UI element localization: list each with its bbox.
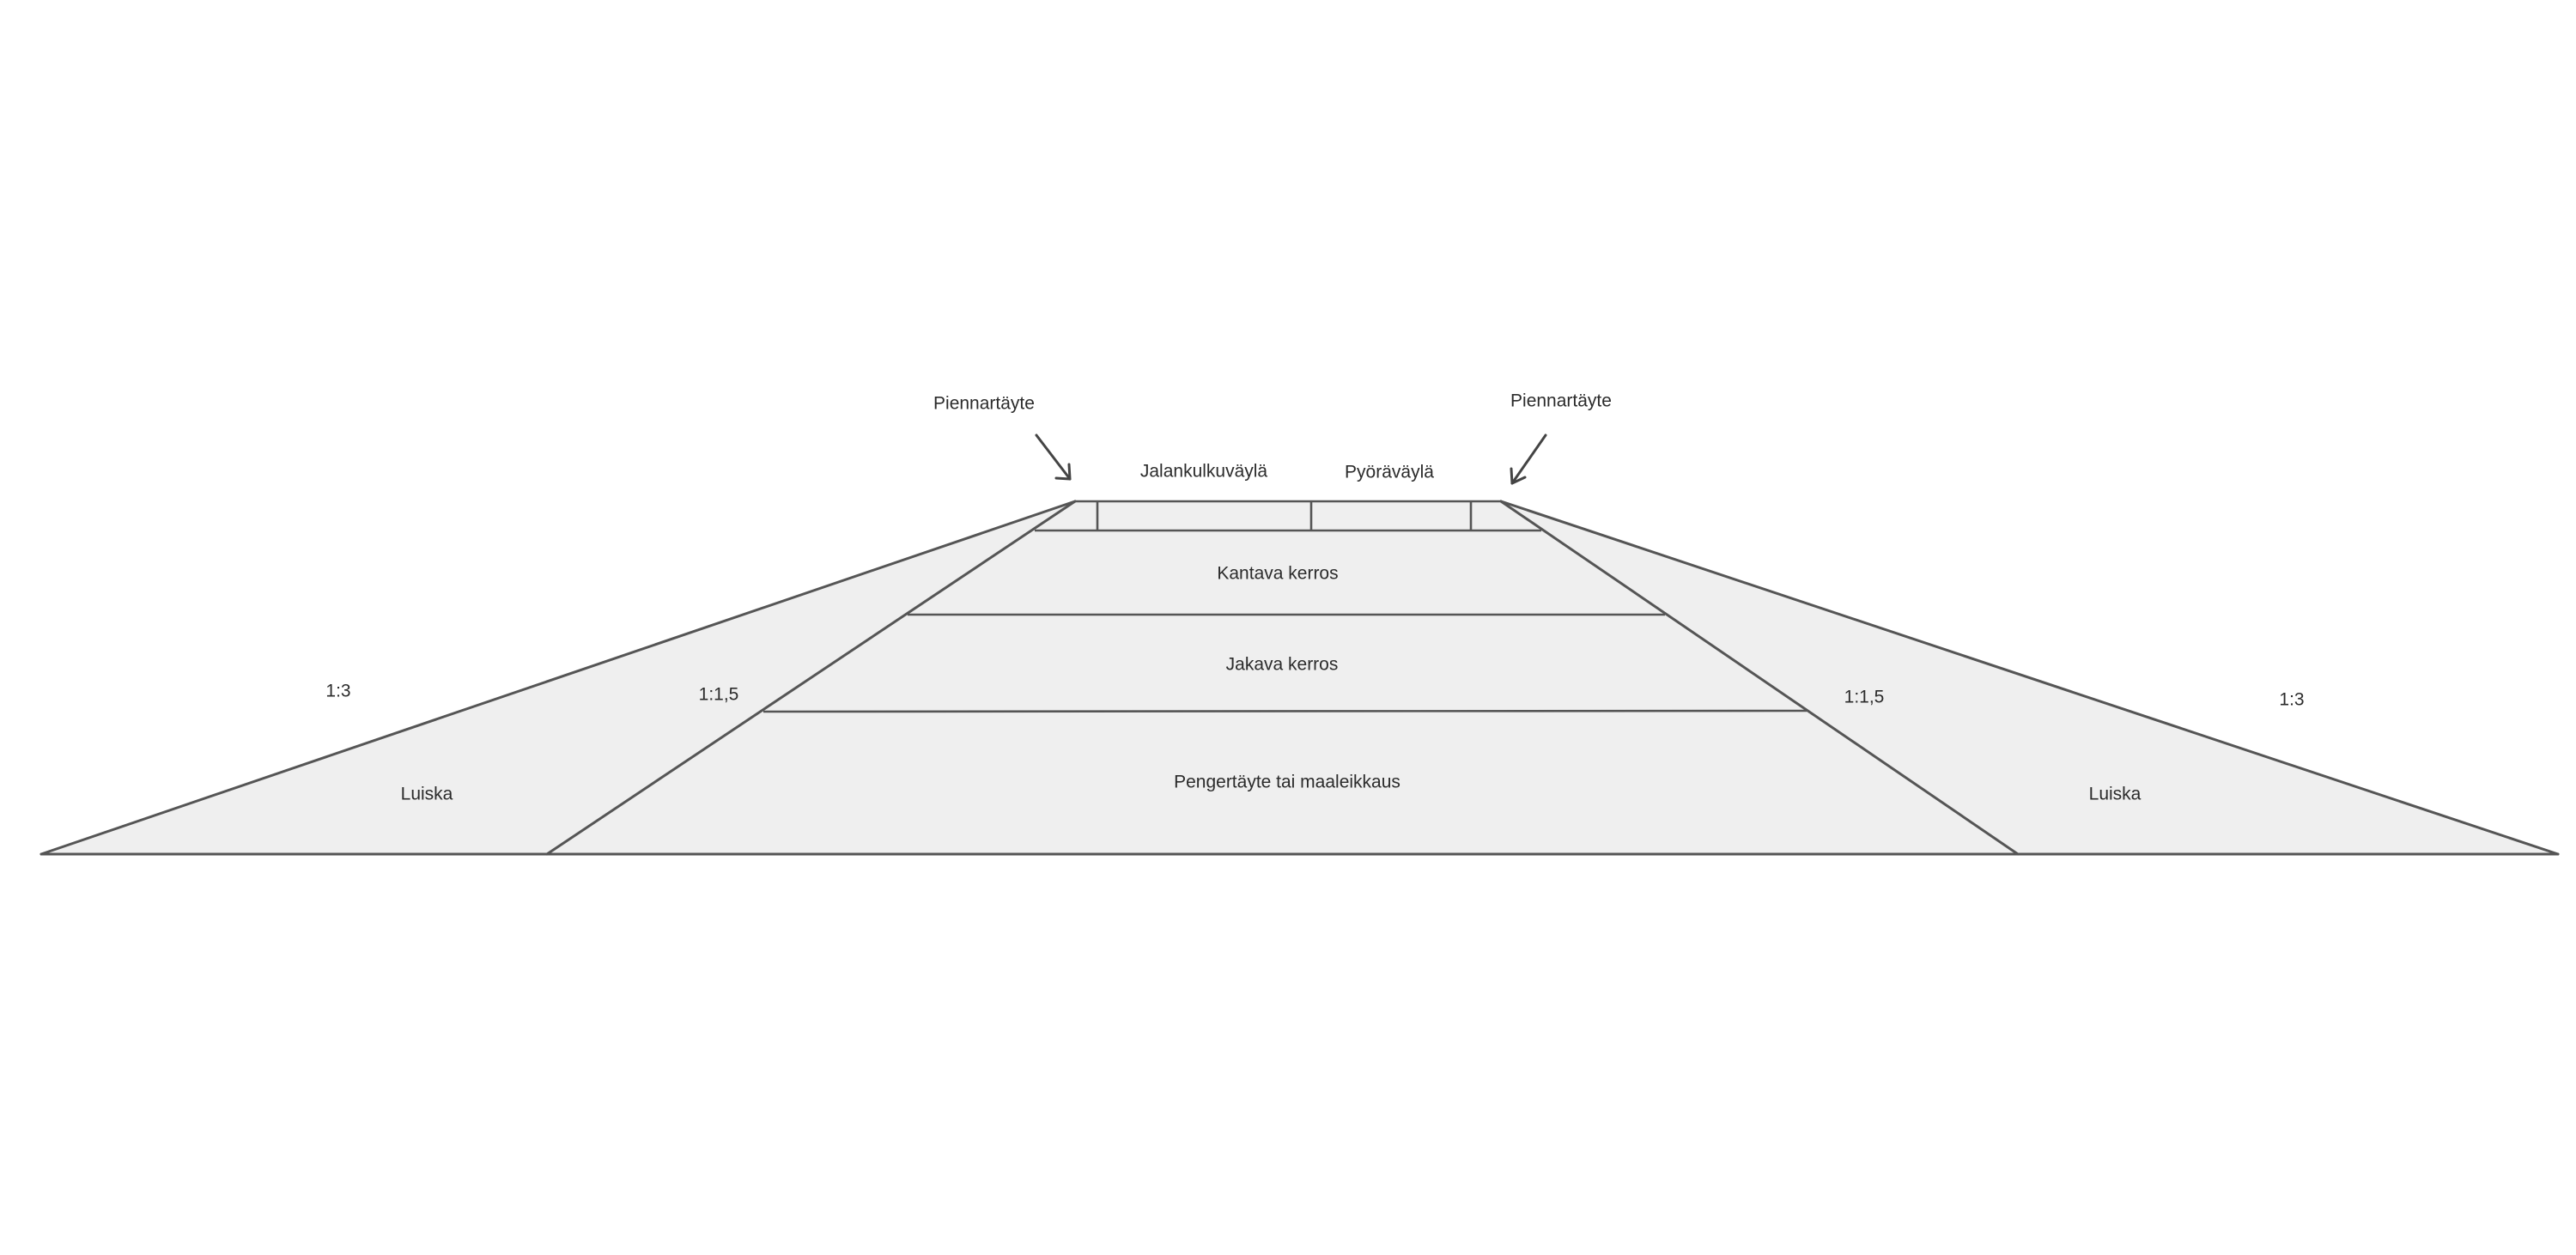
sub-base-label: Jakava kerros bbox=[1226, 655, 1339, 675]
shoulder-fill-left-label: Piennartäyte bbox=[933, 394, 1035, 414]
structure-area bbox=[547, 501, 2018, 854]
slope-right-label: Luiska bbox=[2089, 785, 2142, 804]
shoulder-fill-right-label: Piennartäyte bbox=[1510, 391, 1612, 411]
base-course-label: Kantava kerros bbox=[1217, 564, 1338, 584]
arrow-left-icon bbox=[1035, 433, 1072, 481]
inner-slope-right-line bbox=[1499, 500, 2020, 856]
ratio-outer-left-label: 1:3 bbox=[325, 682, 350, 701]
sub-base-bottom-line bbox=[762, 709, 1807, 713]
inner-slope-left-line bbox=[545, 500, 1077, 856]
outer-slope-left-line bbox=[39, 500, 1077, 856]
outer-slope-right-line bbox=[1499, 500, 2560, 856]
footway-label: Jalankulkuväylä bbox=[1140, 462, 1268, 482]
slope-left-label: Luiska bbox=[401, 785, 453, 804]
ratio-outer-right-label: 1:3 bbox=[2279, 690, 2304, 710]
cycleway-label: Pyöräväylä bbox=[1345, 463, 1434, 482]
ratio-inner-right-label: 1:1,5 bbox=[1844, 688, 1885, 707]
embankment-label: Pengertäyte tai maaleikkaus bbox=[1174, 773, 1400, 792]
ratio-inner-left-label: 1:1,5 bbox=[699, 685, 739, 705]
arrow-right-icon bbox=[1510, 433, 1547, 485]
